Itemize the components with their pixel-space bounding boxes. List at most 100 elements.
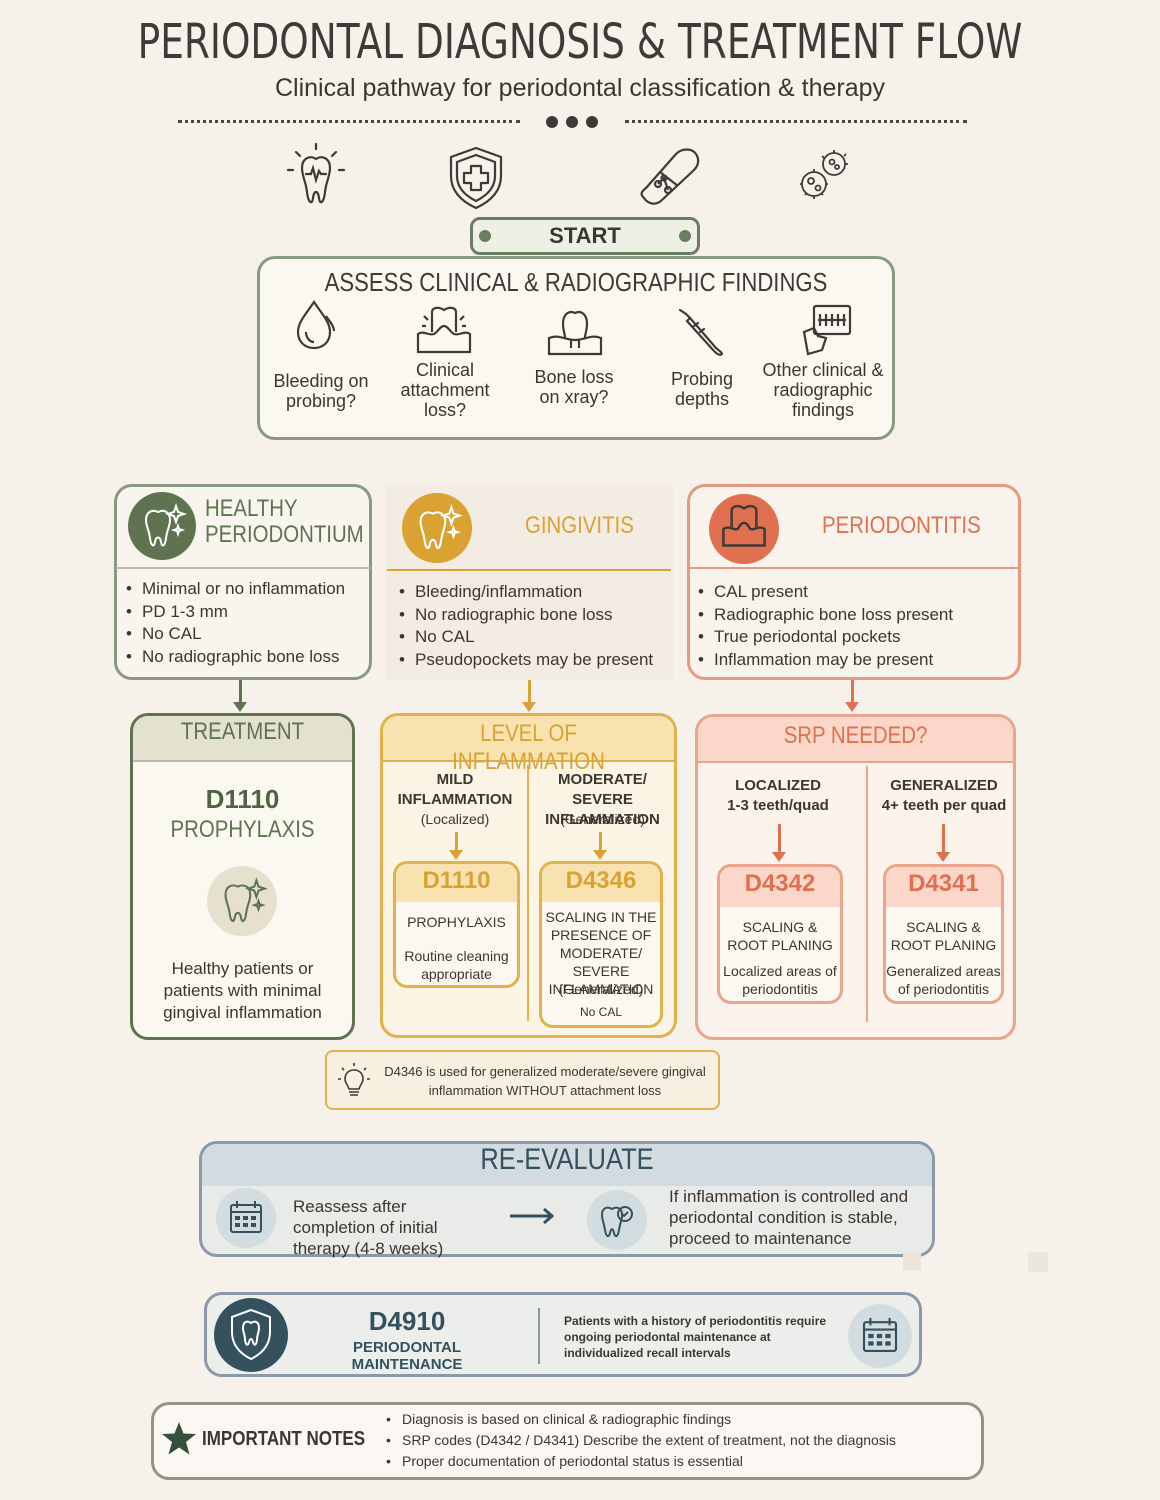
generalized-label: GENERALIZED 4+ teeth per quad — [870, 776, 1018, 816]
periodontitis-bullets: CAL present Radiographic bone loss prese… — [692, 581, 1017, 671]
notes-title: IMPORTANT NOTES — [202, 1428, 366, 1450]
assess-item-bleeding: Bleeding on probing? — [273, 371, 369, 411]
healthy-title-line1: HEALTHY — [205, 495, 298, 522]
reevaluate-left-text: Reassess after completion of initial the… — [293, 1197, 444, 1258]
probe-icon — [678, 308, 724, 356]
generalized-code-card — [883, 864, 1004, 1004]
divider-right — [625, 120, 967, 123]
calendar-icon — [216, 1188, 276, 1248]
list-item: No CAL — [120, 623, 370, 646]
bacteria-icon — [800, 150, 848, 199]
list-item: Pseudopockets may be present — [393, 649, 673, 672]
gingivitis-bullets: Bleeding/inflammation No radiographic bo… — [393, 581, 673, 671]
radiograph-icon — [802, 304, 852, 356]
severe-sub: (Generalized) — [560, 811, 645, 827]
localized-code: D4342 — [744, 870, 816, 897]
severe-code-card — [539, 861, 663, 1028]
arrow-right-icon — [510, 1207, 555, 1225]
list-item: Diagnosis is based on clinical & radiogr… — [380, 1409, 970, 1430]
arrow-head — [772, 852, 786, 862]
flow-arrow — [942, 824, 945, 854]
shield-cross-icon — [449, 146, 503, 210]
flow-arrow — [599, 832, 602, 852]
localized-note: Localized areas of periodontitis — [723, 963, 837, 997]
gingivitis-title: GINGIVITIS — [525, 512, 634, 539]
localized-label-line1: LOCALIZED — [735, 777, 821, 794]
mild-name: PROPHYLAXIS — [407, 914, 506, 930]
divider-dot — [546, 116, 558, 128]
severe-label-line2: INFLAMMATION — [545, 811, 660, 828]
divider-left — [178, 120, 520, 123]
mild-note: Routine cleaning appropriate — [404, 948, 509, 982]
list-item: True periodontal pockets — [692, 626, 1017, 649]
severe-code-band — [542, 864, 660, 902]
list-item: No radiographic bone loss — [393, 604, 673, 627]
assess-findings-box: ASSESS CLINICAL & RADIOGRAPHIC FINDINGS — [257, 256, 895, 440]
localized-code-band — [720, 867, 840, 907]
list-item: No CAL — [393, 626, 673, 649]
mild-code-band — [396, 864, 517, 902]
gum-recession-icon — [416, 306, 472, 354]
decor-square — [1028, 1252, 1048, 1272]
list-item: Proper documentation of periodontal stat… — [380, 1451, 970, 1472]
reevaluate-card — [199, 1141, 935, 1257]
treatment-header-band — [133, 716, 352, 762]
healthy-bullets: Minimal or no inflammation PD 1-3 mm No … — [120, 578, 370, 668]
healthy-title: HEALTHY PERIODONTIUM — [205, 496, 364, 548]
list-item: Radiographic bone loss present — [692, 604, 1017, 627]
inflammation-header-band — [383, 716, 674, 762]
periodontitis-title: PERIODONTITIS — [822, 512, 981, 539]
gingivitis-tooth-icon — [402, 493, 472, 563]
severe-label: MODERATE/ SEVERE INFLAMMATION — [530, 770, 675, 830]
healthy-tooth-icon — [128, 492, 196, 560]
list-item: No radiographic bone loss — [120, 646, 370, 669]
periodontitis-tooth-icon — [709, 494, 779, 564]
mild-code: D1110 — [422, 867, 491, 894]
treatment-note: Healthy patients or patients with minima… — [163, 959, 322, 1022]
list-item: Minimal or no inflammation — [120, 578, 370, 601]
treatment-code: D1110 — [205, 784, 280, 814]
generalized-code-band — [886, 867, 1001, 907]
treatment-name: PROPHYLAXIS — [170, 816, 315, 843]
flow-arrow — [851, 680, 854, 704]
generalized-label-line2: 4+ teeth per quad — [881, 797, 1007, 814]
generalized-code: D4341 — [908, 870, 979, 897]
severe-name: SCALING IN THE PRESENCE OF MODERATE/ SEV… — [545, 909, 657, 997]
card-divider — [689, 567, 1019, 569]
arrow-head — [233, 702, 247, 712]
flow-arrow — [455, 832, 458, 852]
severe-note: No CAL — [579, 1005, 623, 1019]
list-item: PD 1-3 mm — [120, 601, 370, 624]
calendar-icon — [848, 1304, 912, 1368]
list-item: Bleeding/inflammation — [393, 581, 673, 604]
start-label: START — [470, 217, 700, 255]
assess-title: ASSESS CLINICAL & RADIOGRAPHIC FINDINGS — [324, 267, 828, 297]
assess-item-other-findings: Other clinical & radiographic findings — [762, 360, 884, 420]
list-item: SRP codes (D4342 / D4341) Describe the e… — [380, 1430, 970, 1451]
list-item: CAL present — [692, 581, 1017, 604]
arrow-head — [593, 850, 607, 860]
srp-header: SRP NEEDED? — [783, 722, 928, 749]
generalized-name: SCALING & ROOT PLANING — [890, 919, 997, 953]
arrow-head — [845, 702, 859, 712]
list-item: Inflammation may be present — [692, 649, 1017, 672]
notes-list: Diagnosis is based on clinical & radiogr… — [380, 1409, 970, 1472]
localized-code-card — [717, 864, 843, 1004]
generalized-note: Generalized areas of periodontitis — [886, 963, 1001, 997]
inflammation-divider — [527, 765, 529, 1021]
card-divider — [387, 569, 671, 571]
localized-label-line2: 1-3 teeth/quad — [727, 797, 829, 814]
tooth-check-icon — [587, 1190, 647, 1250]
blood-drop-icon — [296, 300, 336, 350]
generalized-label-line1: GENERALIZED — [890, 777, 998, 794]
flow-arrow — [239, 680, 242, 704]
healthy-title-line2: PERIODONTIUM — [205, 521, 364, 548]
maintenance-note: Patients with a history of periodontitis… — [564, 1314, 827, 1360]
star-icon — [162, 1422, 196, 1455]
mild-code-card — [393, 861, 520, 988]
flow-arrow — [528, 680, 531, 704]
mild-label: MILD INFLAMMATION — [385, 770, 525, 810]
localized-name: SCALING & ROOT PLANING — [727, 919, 833, 953]
tooth-icon — [286, 142, 346, 204]
assess-item-attachment-loss: Clinical attachment loss? — [400, 360, 490, 420]
